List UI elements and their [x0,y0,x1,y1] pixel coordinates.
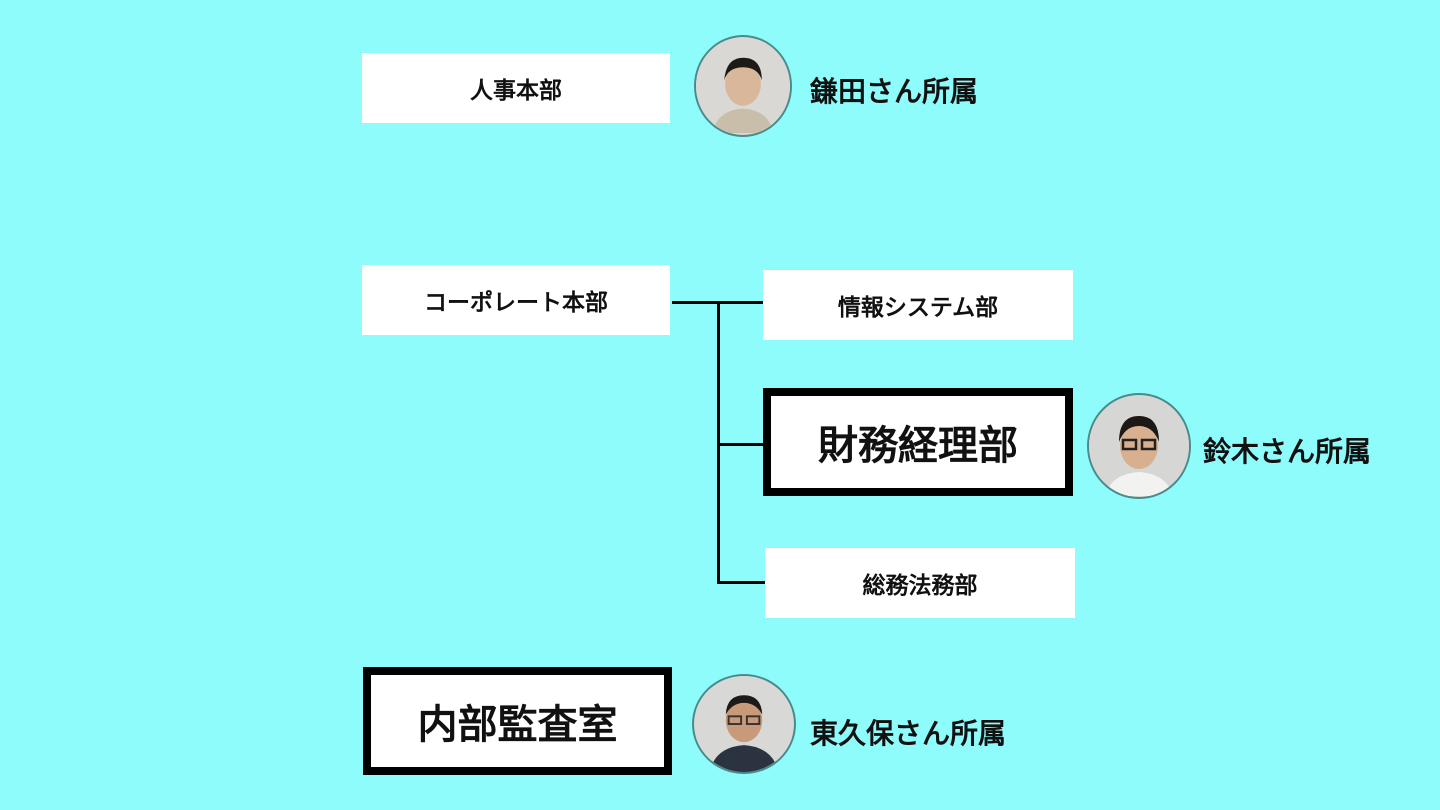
dept-label: 情報システム部 [837,295,999,321]
member-label-higashikubo: 東久保さん所属 [810,717,1007,750]
member-label-suzuki: 鈴木さん所属 [1203,435,1372,468]
dept-label: 内部監査室 [417,702,618,748]
avatar-kamata [694,35,792,137]
dept-box-general-legal: 総務法務部 [765,548,1075,618]
avatar-suzuki [1087,393,1191,499]
dept-label: 総務法務部 [862,573,978,599]
dept-label: コーポレート本部 [424,290,608,316]
connector-branch-general [717,581,765,584]
connector-vertical [717,301,720,584]
dept-label: 財務経理部 [818,423,1018,469]
member-label-kamata: 鎌田さん所属 [810,75,979,108]
dept-label: 人事本部 [470,78,562,104]
avatar-higashikubo [692,674,796,774]
dept-box-finance: 財務経理部 [763,388,1073,496]
dept-box-audit: 内部監査室 [363,667,672,775]
dept-box-hr: 人事本部 [362,53,670,123]
dept-box-it: 情報システム部 [763,270,1073,340]
dept-box-corporate: コーポレート本部 [362,265,670,335]
connector-branch-finance [717,443,765,446]
